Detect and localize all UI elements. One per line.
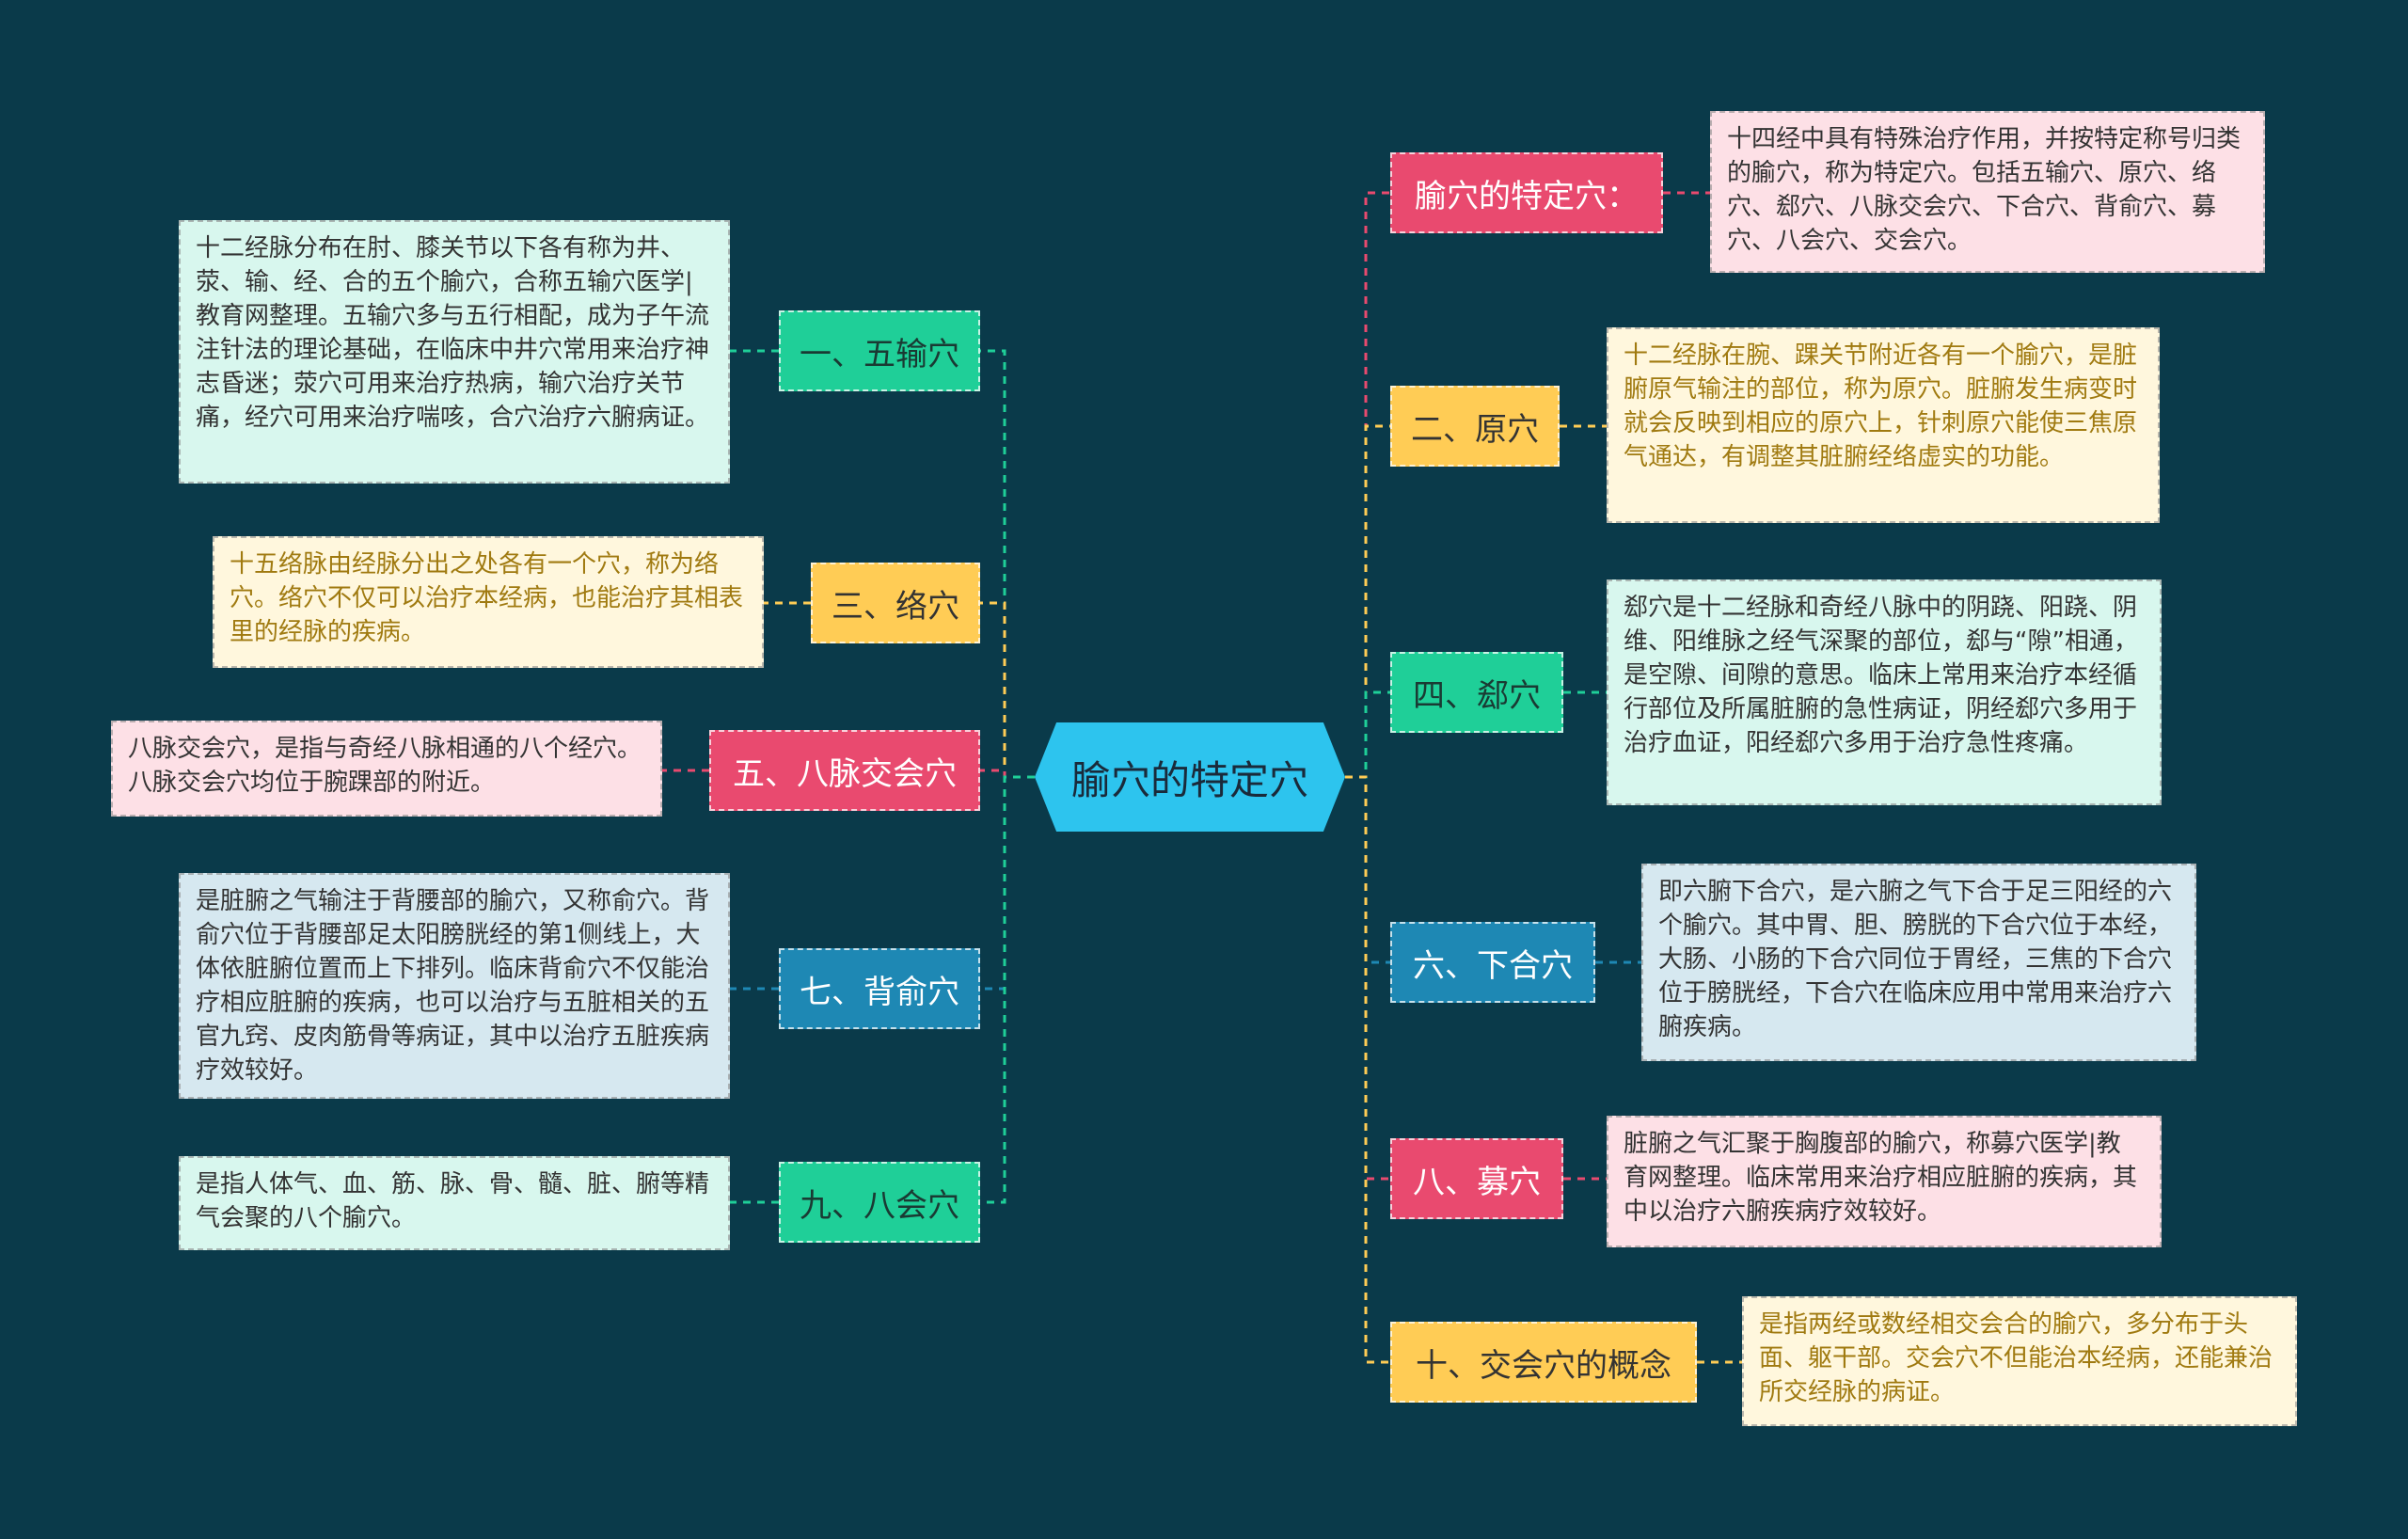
description-tedingxue-definition: 十四经中具有特殊治疗作用，并按特定称号归类的腧穴，称为特定穴。包括五输穴、原穴、… [1710,111,2265,273]
description-jiaohuixue: 是指两经或数经相交会合的腧穴，多分布于头面、躯干部。交会穴不但能治本经病，还能兼… [1742,1296,2297,1426]
central-topic[interactable]: 腧穴的特定穴 [1035,722,1345,832]
description-xixue: 郄穴是十二经脉和奇经八脉中的阴跷、阳跷、阴维、阳维脉之经气深聚的部位，郄与“隙”… [1607,579,2162,805]
branch-wushuxue[interactable]: 一、五输穴 [779,310,980,391]
branch-xixue[interactable]: 四、郄穴 [1390,652,1563,733]
branch-luoxue[interactable]: 三、络穴 [811,563,980,643]
branch-yuanxue[interactable]: 二、原穴 [1390,386,1560,467]
description-xiahexue: 即六腑下合穴，是六腑之气下合于足三阳经的六个腧穴。其中胃、胆、膀胱的下合穴位于本… [1641,864,2196,1061]
connector-branch-3 [1345,775,1390,964]
connector-branch-6 [980,349,1035,779]
description-luoxue: 十五络脉由经脉分出之处各有一个穴，称为络穴。络穴不仅可以治疗本经病，也能治疗其相… [213,536,764,668]
description-yuanxue: 十二经脉在腕、踝关节附近各有一个腧穴，是脏腑原气输注的部位，称为原穴。脏腑发生病… [1607,327,2160,523]
description-muxue: 脏腑之气汇聚于胸腹部的腧穴，称募穴医学|教育网整理。临床常用来治疗相应脏腑的疾病… [1607,1116,2162,1247]
branch-bahuixue[interactable]: 九、八会穴 [779,1162,980,1243]
branch-muxue[interactable]: 八、募穴 [1390,1138,1563,1219]
branch-beishuxue[interactable]: 七、背俞穴 [779,948,980,1029]
connector-branch-8 [980,769,1035,779]
connector-branch-7 [980,601,1035,779]
connector-branch-4 [1345,775,1390,1181]
branch-xiahexue[interactable]: 六、下合穴 [1390,922,1595,1003]
branch-tedingxue-definition[interactable]: 腧穴的特定穴： [1390,152,1663,233]
description-bahuixue: 是指人体气、血、筋、脉、骨、髓、脏、腑等精气会聚的八个腧穴。 [179,1156,730,1250]
connector-branch-5 [1345,775,1390,1364]
description-bamaijiaohuixue: 八脉交会穴，是指与奇经八脉相通的八个经穴。八脉交会穴均位于腕踝部的附近。 [111,721,662,817]
description-wushuxue: 十二经脉分布在肘、膝关节以下各有称为井、荥、输、经、合的五个腧穴，合称五输穴医学… [179,220,730,484]
connector-branch-1 [1345,424,1390,779]
connector-branch-0 [1345,191,1390,779]
description-beishuxue: 是脏腑之气输注于背腰部的腧穴，又称俞穴。背俞穴位于背腰部足太阳膀胱经的第1侧线上… [179,873,730,1099]
connector-branch-9 [980,775,1035,991]
branch-bamaijiaohuixue[interactable]: 五、八脉交会穴 [709,730,980,811]
connector-branch-10 [980,775,1035,1204]
connector-branch-2 [1345,690,1390,779]
branch-jiaohuixue[interactable]: 十、交会穴的概念 [1390,1322,1697,1403]
